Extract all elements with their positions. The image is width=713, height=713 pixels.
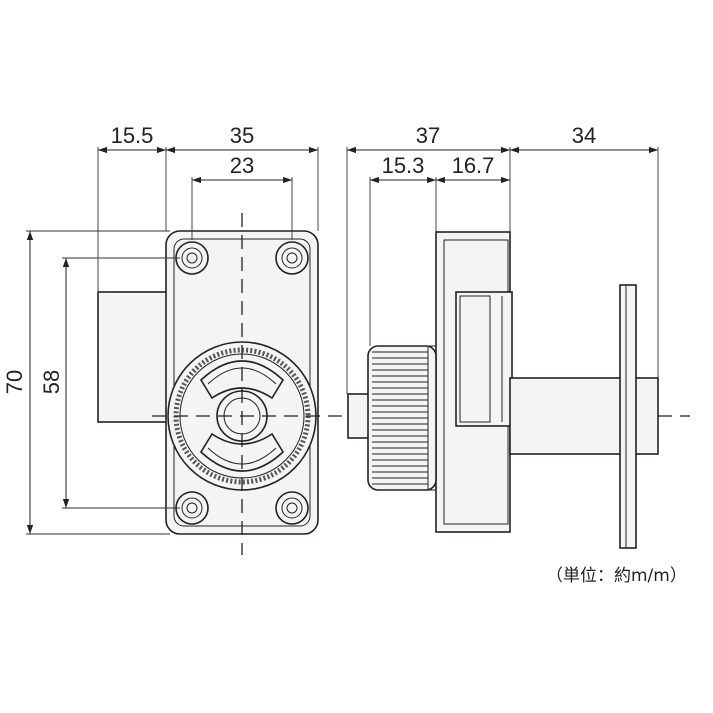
dim-label-34: 34	[572, 123, 596, 148]
dim-label-15-5: 15.5	[111, 123, 154, 148]
dim-label-15-3: 15.3	[382, 153, 425, 178]
latch-slot	[455, 291, 513, 427]
grip-slot-lower	[199, 432, 285, 472]
unit-note: （単位：約m/m）	[546, 566, 687, 586]
side-view: 37 34 15.3 16.7	[346, 123, 659, 549]
flange-plate	[619, 284, 637, 549]
knob-side	[347, 345, 437, 491]
back-block	[97, 291, 169, 423]
front-view: 15.5 35 23 70 58	[2, 123, 690, 555]
dim-label-23: 23	[230, 153, 254, 178]
screw-hole-bottom-right	[275, 491, 309, 525]
dim-label-16-7: 16.7	[452, 153, 495, 178]
dim-label-58: 58	[39, 370, 64, 394]
dim-label-35: 35	[230, 123, 254, 148]
dim-label-70: 70	[2, 370, 27, 394]
screw-hole-top-left	[175, 241, 209, 275]
screw-hole-bottom-left	[175, 491, 209, 525]
screw-hole-top-right	[275, 241, 309, 275]
dim-label-37: 37	[416, 123, 440, 148]
